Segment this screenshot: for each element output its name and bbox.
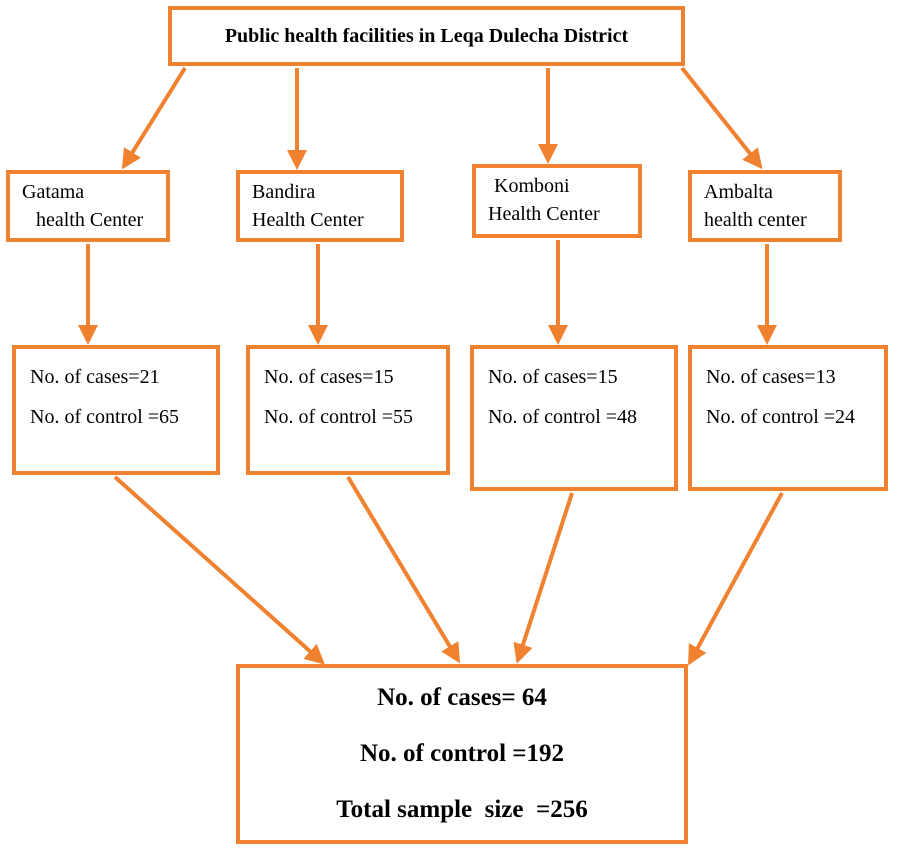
facility-name-line1: Komboni — [494, 175, 570, 197]
controls-count: No. of control =24 — [706, 406, 856, 428]
arrow-root-to-ambalta — [680, 66, 763, 170]
facility-box-ambalta: Ambalta health center — [688, 170, 842, 242]
facility-name-line1: Ambalta — [704, 181, 773, 203]
facility-name-line1: Bandira — [252, 181, 316, 203]
total-sample-size: Total sample size =256 — [336, 796, 588, 823]
facility-box-bandira: Bandira Health Center — [236, 170, 404, 242]
counts-box-bandira: No. of cases=15 No. of control =55 — [246, 345, 450, 475]
facility-name-line2: Health Center — [488, 203, 600, 225]
arrow-komboni-counts-to-total — [513, 492, 574, 664]
arrow-ambalta-counts-to-total — [688, 492, 784, 666]
controls-count: No. of control =55 — [264, 406, 414, 428]
facility-box-gatama: Gatama health Center — [6, 170, 170, 242]
district-title: Public health facilities in Leqa Dulecha… — [224, 24, 629, 47]
counts-box-komboni: No. of cases=15 No. of control =48 — [470, 345, 678, 491]
facility-box-komboni: Komboni Health Center — [472, 164, 642, 238]
facility-name-line2: health center — [704, 209, 807, 231]
facility-name-line2: Health Center — [252, 209, 364, 231]
counts-box-gatama: No. of cases=21 No. of control =65 — [12, 345, 220, 475]
cases-count: No. of cases=13 — [706, 366, 836, 388]
cases-count: No. of cases=15 — [488, 366, 618, 388]
district-root-box: Public health facilities in Leqa Dulecha… — [168, 6, 685, 66]
arrow-gatama-counts-to-total — [113, 475, 325, 665]
total-controls: No. of control =192 — [359, 740, 565, 767]
facility-name-line1: Gatama — [22, 181, 85, 203]
facility-name-line2: health Center — [36, 209, 144, 231]
cases-count: No. of cases=15 — [264, 366, 394, 388]
controls-count: No. of control =48 — [488, 406, 638, 428]
counts-box-ambalta: No. of cases=13 No. of control =24 — [688, 345, 888, 491]
total-cases: No. of cases= 64 — [377, 684, 547, 711]
cases-count: No. of cases=21 — [30, 366, 160, 388]
arrow-bandira-counts-to-total — [346, 475, 461, 664]
total-summary-box: No. of cases= 64 No. of control =192 Tot… — [236, 664, 688, 844]
arrow-root-to-gatama — [121, 66, 187, 170]
controls-count: No. of control =65 — [30, 406, 180, 428]
